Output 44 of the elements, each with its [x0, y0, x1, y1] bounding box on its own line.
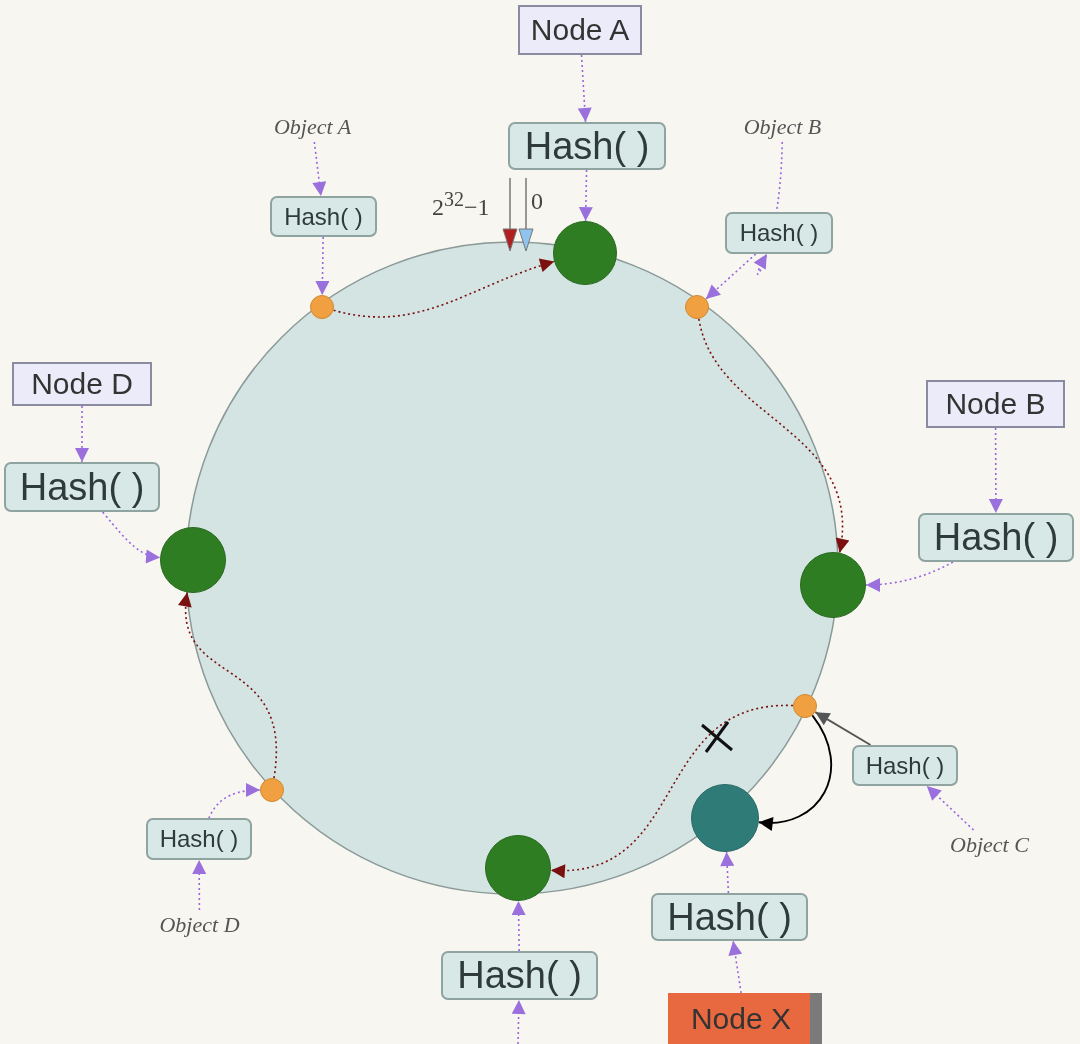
arrow [577, 54, 592, 123]
arrow [179, 591, 278, 779]
arrow [814, 711, 872, 746]
arrow [192, 859, 207, 911]
hash-function-box: Hash( ) [852, 745, 958, 786]
hash-function-box: Hash( ) [508, 122, 666, 170]
arrow [332, 259, 555, 318]
new-server-point-circle [691, 784, 759, 852]
hash-function-box: Hash( ) [270, 196, 377, 237]
arrow [698, 318, 849, 554]
server-node-box: Node D [12, 362, 152, 406]
arrow [728, 940, 743, 994]
new-server-node-box: Node X [668, 993, 822, 1044]
server-node-box: Node A [518, 5, 642, 55]
arrow [511, 999, 526, 1044]
arrow [511, 900, 526, 952]
arrow [926, 785, 975, 831]
hash-function-box: Hash( ) [146, 818, 252, 860]
arrow [757, 714, 832, 830]
ring-max-value-label: 2$^{32}$−1 [432, 188, 490, 221]
arrow [988, 427, 1003, 514]
arrow [705, 253, 757, 300]
object-label: Object D [142, 910, 257, 940]
object-label: Object B [725, 112, 840, 142]
arrow [101, 511, 161, 563]
object-label: Object A [255, 112, 370, 142]
arrow [720, 851, 735, 894]
hash-function-box: Hash( ) [725, 212, 833, 254]
object-label: Object C [932, 830, 1047, 860]
server-node-box: Node B [926, 380, 1065, 428]
arrow [208, 783, 261, 819]
object-point-circle [260, 778, 284, 802]
object-point-circle [310, 295, 334, 319]
arrow [75, 405, 89, 463]
arrow [312, 141, 327, 197]
hash-function-box: Hash( ) [918, 513, 1074, 562]
arrow [578, 169, 593, 222]
hash-function-box: Hash( ) [651, 893, 808, 941]
hash-function-box: Hash( ) [441, 951, 598, 1000]
arrow [315, 236, 330, 296]
arrow [550, 704, 794, 877]
hash-function-box: Hash( ) [4, 462, 160, 512]
ring-zero-label: 0 [531, 188, 543, 215]
arrow [865, 561, 954, 592]
